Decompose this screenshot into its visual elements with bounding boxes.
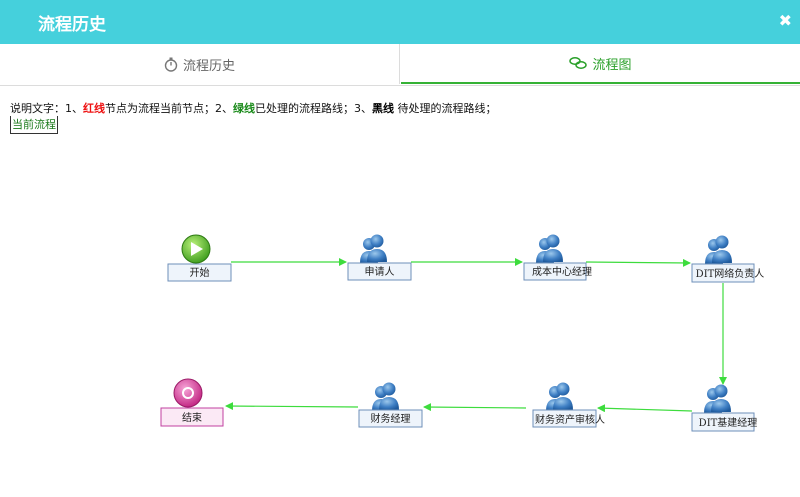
legend-black-word: 黑线 bbox=[372, 102, 394, 115]
flow-node-fixed-asset-reviewer[interactable]: 财务资产审核人 bbox=[532, 382, 605, 428]
legend-green-word: 绿线 bbox=[233, 102, 255, 115]
legend-part3: 待处理的流程路线； bbox=[394, 102, 497, 115]
flow-lines bbox=[225, 258, 727, 413]
flow-line bbox=[597, 404, 693, 413]
tab-flow-chart-label: 流程图 bbox=[592, 57, 632, 73]
start-play-icon bbox=[181, 234, 211, 264]
node-label-end: 结束 bbox=[182, 411, 202, 424]
node-label-applicant: 申请人 bbox=[365, 265, 395, 278]
user-group-icon bbox=[546, 382, 573, 411]
flow-node-cost-center-manager[interactable]: 成本中心经理 bbox=[523, 234, 592, 281]
user-group-icon bbox=[536, 234, 563, 263]
stopwatch-icon bbox=[164, 57, 178, 72]
user-group-icon bbox=[705, 235, 732, 264]
flow-node-applicant[interactable]: 申请人 bbox=[347, 234, 412, 281]
node-label-start: 开始 bbox=[190, 266, 210, 279]
node-label-cost-center-manager: 成本中心经理 bbox=[532, 265, 592, 278]
tab-process-history[interactable]: 流程历史 bbox=[0, 44, 400, 84]
node-label-finance-manager: 财务经理 bbox=[371, 412, 411, 425]
tab-flow-chart[interactable]: 流程图 bbox=[401, 44, 800, 84]
legend-red-word: 红线 bbox=[83, 102, 105, 115]
user-group-icon bbox=[360, 234, 387, 263]
node-label-dit-infra-manager: DIT基建经理 bbox=[699, 416, 758, 429]
node-label-fixed-asset-reviewer: 财务资产审核人 bbox=[535, 413, 605, 426]
window-titlebar: 流程历史 ✖ bbox=[0, 0, 800, 44]
flow-link-icon bbox=[569, 56, 588, 70]
window-title: 流程历史 bbox=[38, 15, 106, 35]
legend-prefix: 说明文字：1、 bbox=[10, 102, 83, 115]
close-icon[interactable]: ✖ bbox=[778, 11, 792, 30]
node-label-dit-network-owner: DIT网络负责人 bbox=[696, 267, 765, 280]
tab-bar: 流程历史 流程图 bbox=[0, 44, 800, 86]
flow-line bbox=[423, 403, 527, 412]
legend-part1: 节点为流程当前节点；2、 bbox=[105, 102, 233, 115]
user-group-icon bbox=[372, 382, 399, 411]
flow-node-dit-infra-manager[interactable]: DIT基建经理 bbox=[691, 384, 758, 432]
end-stop-icon bbox=[173, 378, 203, 408]
user-group-icon bbox=[704, 384, 731, 413]
flow-line bbox=[585, 258, 691, 267]
tab-process-history-label: 流程历史 bbox=[182, 58, 235, 74]
legend-text: 说明文字：1、红线节点为流程当前节点；2、绿线已处理的流程路线；3、黑线 待处理… bbox=[10, 100, 497, 116]
flow-node-dit-network-owner[interactable]: DIT网络负责人 bbox=[691, 235, 765, 283]
flow-line bbox=[225, 402, 359, 411]
current-flow-label: 当前流程 bbox=[10, 116, 58, 134]
flow-node-end[interactable]: 结束 bbox=[160, 378, 224, 427]
flow-node-start[interactable]: 开始 bbox=[167, 234, 232, 282]
flow-node-finance-manager[interactable]: 财务经理 bbox=[358, 382, 423, 428]
legend-part2: 已处理的流程路线；3、 bbox=[255, 102, 372, 115]
